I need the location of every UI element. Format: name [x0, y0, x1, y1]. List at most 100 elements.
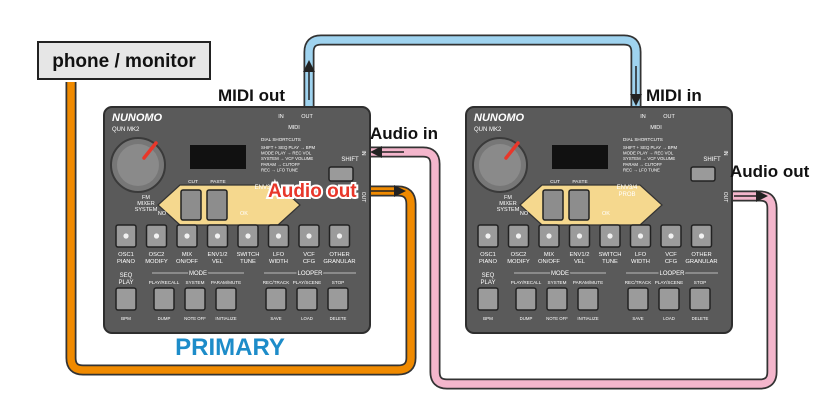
env-caption: ENV3/4 — [255, 185, 276, 191]
audio-out-label-left-group: Audio out — [266, 179, 359, 204]
bpm-label: BPM — [483, 316, 493, 321]
mode-button[interactable] — [184, 287, 206, 311]
mode-button[interactable] — [515, 287, 537, 311]
key-label: OSC1 — [480, 252, 496, 258]
shortcut-line: SHIFT + SEQ PLAY → BPM — [623, 145, 678, 150]
shift-label: SHIFT — [341, 157, 359, 163]
nav-no-label: NO — [520, 211, 529, 217]
mode-label: SYSTEM — [548, 280, 567, 285]
shortcut-line: SHIFT + SEQ PLAY → BPM — [261, 145, 316, 150]
shortcut-line: SYSTEM → VCF VOLUME — [623, 156, 675, 161]
key-led — [153, 233, 160, 239]
looper-button[interactable] — [627, 287, 649, 311]
key-sublabel: GRANULAR — [323, 259, 355, 265]
key-led — [275, 233, 282, 239]
midi-port-label: MIDI — [288, 125, 300, 131]
cut-label: CUT — [550, 179, 560, 185]
looper-label: REC/TRACK — [263, 280, 290, 285]
key-sublabel: MODIFY — [145, 259, 168, 265]
mode-sublabel: NOTE OFF — [184, 316, 206, 321]
key-sublabel: VEL — [574, 259, 586, 265]
paste-label: PASTE — [572, 179, 587, 185]
knob-caption: FM — [142, 195, 150, 201]
key-label: OTHER — [329, 252, 349, 258]
seq-play-label: SEQ — [120, 273, 133, 279]
key-led — [546, 233, 552, 239]
dial-pointer — [142, 141, 158, 160]
mode-title: MODE — [551, 271, 569, 277]
key-led — [214, 233, 221, 239]
key-label: OSC2 — [149, 252, 165, 258]
audio-in-label: Audio in — [370, 124, 438, 143]
nav-diamond — [519, 184, 663, 226]
looper-title: LOOPER — [297, 271, 323, 277]
mode-sublabel: INITIALIZE — [577, 316, 598, 321]
key-sublabel: PIANO — [117, 259, 136, 265]
knob-caption: SYSTEM — [497, 207, 520, 213]
key-sublabel: GRANULAR — [685, 259, 717, 265]
seq-play-label: SEQ — [482, 273, 495, 279]
shift-button[interactable] — [328, 166, 354, 182]
key-label: OTHER — [691, 252, 711, 258]
key-sublabel: TUNE — [240, 259, 256, 265]
knob-caption: SYSTEM — [135, 207, 158, 213]
mode-button[interactable] — [546, 287, 568, 311]
audio-out-label-right: Audio out — [730, 162, 810, 181]
nav-left-button[interactable] — [180, 189, 202, 221]
mode-sublabel: DUMP — [520, 316, 533, 321]
mode-button[interactable] — [215, 287, 237, 311]
looper-label: STOP — [332, 280, 344, 285]
looper-button[interactable] — [296, 287, 318, 311]
mode-label: PLAY/RECALL — [149, 280, 180, 285]
lcd-display — [552, 145, 608, 169]
key-label: ENV1/2 — [208, 252, 228, 258]
midi-cable — [303, 34, 642, 112]
knob-caption: MIXER — [499, 201, 516, 207]
key-sublabel: VEL — [212, 259, 224, 265]
looper-button[interactable] — [658, 287, 680, 311]
looper-button[interactable] — [265, 287, 287, 311]
looper-sublabel: SAVE — [632, 316, 643, 321]
mode-button[interactable] — [577, 287, 599, 311]
midi-out-port-label: OUT — [663, 114, 675, 120]
midi-in-port-label: IN — [640, 114, 646, 120]
looper-sublabel: SAVE — [270, 316, 281, 321]
looper-label: PLAY/SCENE — [293, 280, 322, 285]
mode-label: SYSTEM — [186, 280, 205, 285]
looper-label: REC/TRACK — [625, 280, 652, 285]
looper-label: PLAY/SCENE — [655, 280, 684, 285]
key-sublabel: TUNE — [602, 259, 618, 265]
key-sublabel: ON/OFF — [176, 259, 198, 265]
looper-button[interactable] — [327, 287, 349, 311]
cut-label: CUT — [188, 179, 198, 185]
shortcut-line: REC → LFO TUNE — [623, 167, 660, 172]
audio-out-cable — [65, 82, 417, 376]
midi-in-label: MIDI in — [646, 86, 702, 105]
looper-button[interactable] — [689, 287, 711, 311]
knob-caption: MIXER — [137, 201, 154, 207]
nav-right-button[interactable] — [206, 189, 228, 221]
brand-logo: NUNOMO — [112, 112, 163, 124]
shortcut-line: PARAM → CUTOFF — [623, 162, 662, 167]
key-label: LFO — [635, 252, 647, 258]
nav-left-button[interactable] — [542, 189, 564, 221]
shortcuts-title: DIAL SHORTCUTS — [261, 137, 301, 142]
lcd-display — [190, 145, 246, 169]
key-sublabel: PIANO — [479, 259, 498, 265]
midi-out-label: MIDI out — [218, 86, 285, 105]
nav-right-button[interactable] — [568, 189, 590, 221]
shift-button[interactable] — [690, 166, 716, 182]
seq-play-button[interactable] — [477, 287, 499, 311]
phone-monitor-label: phone / monitor — [52, 51, 196, 72]
key-led — [515, 233, 522, 239]
shortcut-line: MODE PLAY → REC VOL — [623, 151, 674, 156]
mode-button[interactable] — [153, 287, 175, 311]
key-led — [576, 233, 583, 239]
key-label: MIX — [182, 252, 192, 258]
seq-play-button[interactable] — [115, 287, 137, 311]
key-label: OSC2 — [511, 252, 527, 258]
key-led — [123, 233, 129, 239]
